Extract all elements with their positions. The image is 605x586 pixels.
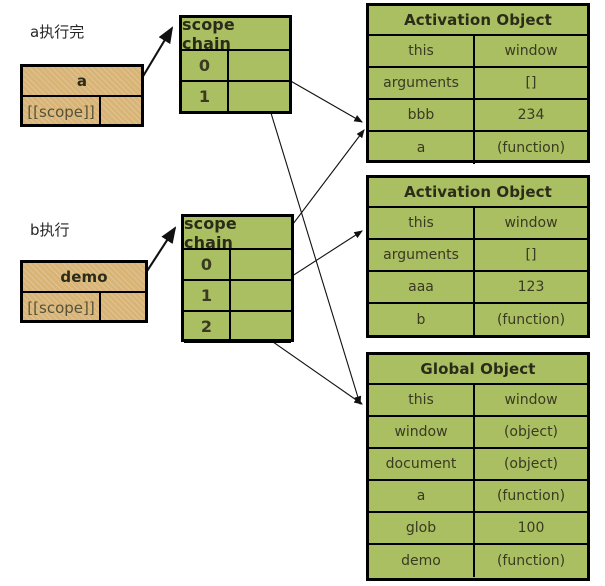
global-object-row-5: demo (function) bbox=[369, 545, 587, 577]
activation-object-a-key-3: b bbox=[369, 304, 475, 336]
scope-chain-a-value-1 bbox=[229, 82, 289, 111]
function-a-scope-row: [[scope]] bbox=[23, 97, 141, 127]
global-object-key-2: document bbox=[369, 449, 475, 479]
scope-chain-a: scope chain 0 1 bbox=[179, 15, 292, 114]
global-object-row-2: document (object) bbox=[369, 449, 587, 481]
function-demo-name: demo bbox=[23, 263, 145, 293]
scope-chain-demo-value-1 bbox=[231, 281, 291, 310]
global-object-row-3: a (function) bbox=[369, 481, 587, 513]
activation-object-a-value-0: window bbox=[504, 215, 558, 231]
scope-chain-a-title: scope chain bbox=[182, 15, 289, 53]
scope-chain-demo-index-0: 0 bbox=[184, 250, 231, 279]
global-object-row-0: this window bbox=[369, 385, 587, 417]
global-object-value-0: window bbox=[504, 392, 558, 408]
global-object-value-2: (object) bbox=[503, 456, 559, 472]
scope-chain-demo-value-2 bbox=[231, 312, 291, 341]
activation-object-a-value-2: 123 bbox=[517, 279, 545, 295]
global-object-value-5: (function) bbox=[496, 553, 566, 569]
activation-object-b-title: Activation Object bbox=[369, 6, 587, 36]
activation-object-b-value-2: 234 bbox=[517, 107, 545, 123]
function-a-scope-value bbox=[101, 97, 141, 127]
scope-chain-demo-value-0 bbox=[231, 250, 291, 279]
activation-object-b-key-0: this bbox=[369, 36, 475, 66]
activation-object-b-key-2: bbb bbox=[369, 100, 475, 130]
function-a-scope-key: [[scope]] bbox=[23, 97, 101, 127]
global-object-key-0: this bbox=[369, 385, 475, 415]
activation-object-b-row-3: a (function) bbox=[369, 132, 587, 164]
scope-chain-a-row-0: 0 bbox=[182, 51, 289, 82]
activation-object-b-key-3: a bbox=[369, 132, 475, 164]
label-b-running: b执行 bbox=[30, 221, 70, 239]
activation-object-a-value-1: [] bbox=[525, 247, 537, 263]
activation-object-b-key-1: arguments bbox=[369, 68, 475, 98]
scope-chain-demo-row-2: 2 bbox=[184, 312, 291, 343]
activation-object-a-row-3: b (function) bbox=[369, 304, 587, 336]
global-object-row-4: glob 100 bbox=[369, 513, 587, 545]
activation-object-a-row-1: arguments [] bbox=[369, 240, 587, 272]
scope-chain-demo-row-1: 1 bbox=[184, 281, 291, 312]
activation-object-a-key-0: this bbox=[369, 208, 475, 238]
global-object-key-3: a bbox=[369, 481, 475, 511]
function-a-name: a bbox=[23, 67, 141, 97]
scope-chain-demo-title: scope chain bbox=[184, 214, 291, 252]
activation-object-a-key-1: arguments bbox=[369, 240, 475, 270]
scope-chain-demo-index-2: 2 bbox=[184, 312, 231, 341]
activation-object-a-row-2: aaa 123 bbox=[369, 272, 587, 304]
activation-object-a-row-0: this window bbox=[369, 208, 587, 240]
function-demo-scope-key: [[scope]] bbox=[23, 293, 101, 323]
function-box-a: a [[scope]] bbox=[20, 64, 144, 127]
label-a-finished: a执行完 bbox=[30, 23, 85, 41]
activation-object-b-row-1: arguments [] bbox=[369, 68, 587, 100]
global-object-value-1: (object) bbox=[503, 424, 559, 440]
scope-chain-demo-row-0: 0 bbox=[184, 250, 291, 281]
function-demo-scope-value bbox=[101, 293, 145, 323]
global-object-value-3: (function) bbox=[496, 488, 566, 504]
global-object: Global Object this window window (object… bbox=[366, 352, 590, 581]
activation-object-b: Activation Object this window arguments … bbox=[366, 3, 590, 164]
activation-object-b-row-2: bbb 234 bbox=[369, 100, 587, 132]
activation-object-b-value-3: (function) bbox=[496, 140, 566, 156]
function-demo-scope-row: [[scope]] bbox=[23, 293, 145, 323]
scope-chain-a-index-1: 1 bbox=[182, 82, 229, 111]
function-box-demo: demo [[scope]] bbox=[20, 260, 148, 323]
scope-chain-demo: scope chain 0 1 2 bbox=[181, 214, 294, 343]
scope-chain-a-row-1: 1 bbox=[182, 82, 289, 113]
global-object-key-4: glob bbox=[369, 513, 475, 543]
global-object-row-1: window (object) bbox=[369, 417, 587, 449]
scope-chain-a-index-0: 0 bbox=[182, 51, 229, 80]
activation-object-b-row-0: this window bbox=[369, 36, 587, 68]
activation-object-a-value-3: (function) bbox=[496, 312, 566, 328]
activation-object-a-title: Activation Object bbox=[369, 178, 587, 208]
global-object-title: Global Object bbox=[369, 355, 587, 385]
global-object-key-5: demo bbox=[369, 545, 475, 577]
activation-object-b-value-0: window bbox=[504, 43, 558, 59]
activation-object-a-key-2: aaa bbox=[369, 272, 475, 302]
activation-object-a: Activation Object this window arguments … bbox=[366, 175, 590, 338]
activation-object-b-value-1: [] bbox=[525, 75, 537, 91]
scope-chain-demo-index-1: 1 bbox=[184, 281, 231, 310]
global-object-key-1: window bbox=[369, 417, 475, 447]
global-object-value-4: 100 bbox=[517, 520, 545, 536]
scope-chain-a-value-0 bbox=[229, 51, 289, 80]
